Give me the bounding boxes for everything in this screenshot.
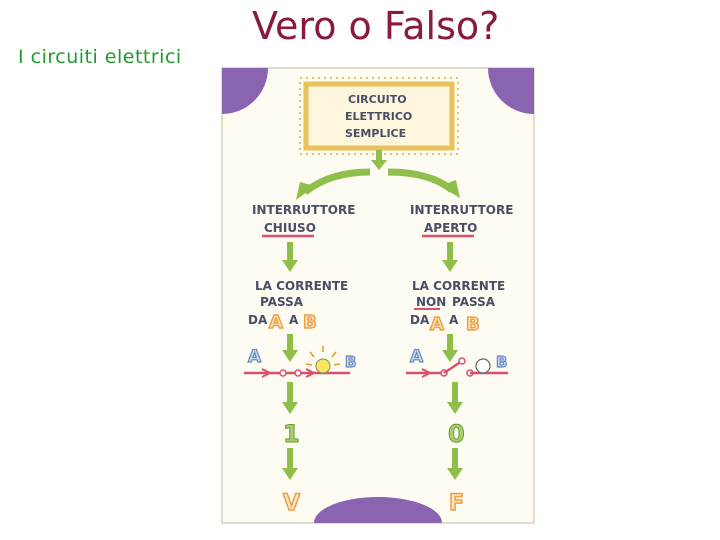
left-closed-circuit	[244, 368, 350, 378]
left-lit-bulb-icon	[305, 346, 341, 374]
box-down-arrow	[371, 150, 387, 170]
right-arrow-2	[442, 334, 458, 362]
right-arrow-4	[447, 448, 463, 480]
left-letter-b: B	[303, 312, 317, 333]
left-arrow-4	[282, 448, 298, 480]
left-sentence-1: LA CORRENTE	[255, 279, 348, 293]
right-sentence-4: DA	[410, 313, 430, 327]
split-arrow-left	[296, 168, 371, 200]
corner-purple-top-right	[488, 68, 534, 114]
box-line-2: ELETTRICO	[345, 110, 412, 123]
left-state: CHIUSO	[264, 221, 316, 235]
right-arrow-1	[442, 242, 458, 272]
right-result-zero: 0	[448, 420, 465, 448]
left-verdict-v: V	[283, 491, 300, 516]
left-heading: INTERRUTTORE	[252, 203, 355, 217]
left-sentence-4: A	[289, 313, 299, 327]
slide-subtitle: I circuiti elettrici	[18, 46, 182, 68]
split-arrow-right	[387, 168, 460, 198]
left-letter-a: A	[269, 312, 283, 333]
left-arrow-1	[282, 242, 298, 272]
left-sentence-2: PASSA	[260, 295, 304, 309]
left-circuit-label-a: A	[248, 347, 262, 367]
right-column: INTERRUTTORE APERTO LA CORRENTE NON PASS…	[406, 203, 513, 517]
right-unlit-bulb-icon	[475, 358, 491, 374]
right-verdict-f: F	[449, 491, 464, 516]
right-circuit-label-b: B	[496, 353, 507, 371]
right-sentence-3: PASSA	[452, 295, 496, 309]
left-arrow-3	[282, 382, 298, 414]
right-arrow-3	[447, 382, 463, 414]
right-letter-a: A	[430, 314, 444, 335]
right-sentence-2: NON	[416, 295, 446, 309]
right-state: APERTO	[424, 221, 477, 235]
left-circuit-label-b: B	[345, 353, 356, 371]
box-line-3: SEMPLICE	[345, 127, 406, 140]
right-sentence-5: A	[449, 313, 459, 327]
left-column: INTERRUTTORE CHIUSO LA CORRENTE PASSA DA…	[244, 203, 357, 517]
box-line-1: CIRCUITO	[348, 93, 407, 106]
left-arrow-2	[282, 334, 298, 362]
right-open-circuit	[406, 357, 508, 378]
left-result-one: 1	[283, 420, 300, 448]
right-letter-b: B	[466, 314, 480, 335]
title-box: CIRCUITO ELETTRICO SEMPLICE	[299, 77, 459, 155]
left-sentence-3: DA	[248, 313, 268, 327]
corner-purple-top-left	[222, 68, 268, 114]
slide-title: Vero o Falso?	[252, 4, 500, 48]
right-heading: INTERRUTTORE	[410, 203, 513, 217]
bottom-purple-semicircle	[314, 497, 442, 523]
right-sentence-1: LA CORRENTE	[412, 279, 505, 293]
right-circuit-label-a: A	[410, 347, 424, 367]
